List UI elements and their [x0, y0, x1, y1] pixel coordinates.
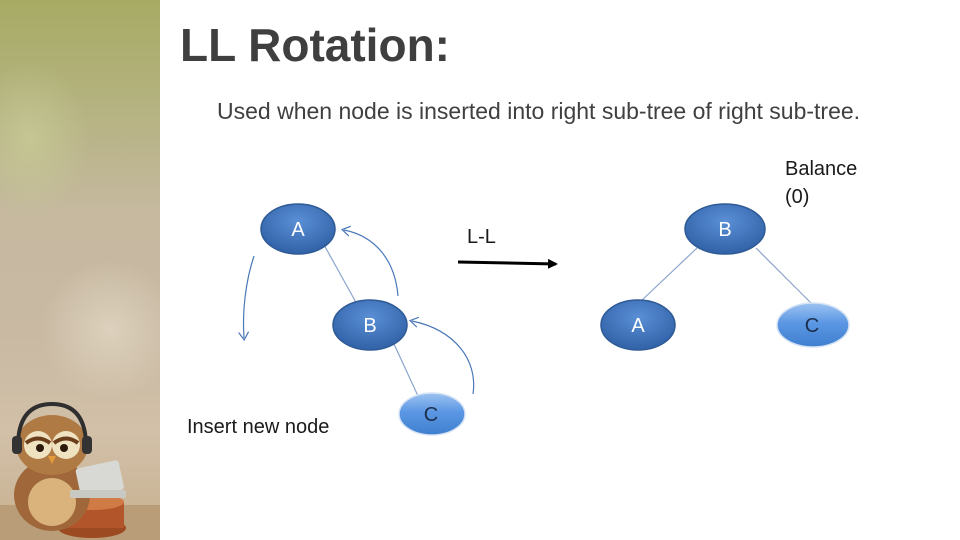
edge-b-c	[393, 343, 419, 397]
balance-label: Balance (0)	[785, 155, 857, 211]
edge-b-a-after	[639, 247, 698, 303]
node-b-after: B	[684, 203, 766, 255]
node-c-after: C	[776, 302, 850, 348]
decorative-side-panel	[0, 0, 160, 540]
svg-text:A: A	[631, 315, 645, 337]
curve-arrow-c-to-b	[412, 321, 475, 395]
balance-label-line2: (0)	[785, 186, 810, 208]
slide-title: LL Rotation:	[180, 19, 450, 71]
rotation-arrow	[457, 258, 558, 269]
svg-text:A: A	[291, 219, 305, 241]
balance-label-line1: Balance	[785, 158, 858, 180]
node-c-before: C	[398, 392, 466, 436]
curve-arrow-down-left	[243, 255, 255, 338]
node-a-before: A	[260, 203, 336, 255]
node-a-after: A	[600, 299, 676, 351]
curve-arrow-b-to-a	[344, 230, 399, 297]
insert-note-label: Insert new node	[187, 416, 330, 438]
owl-with-laptop-image	[0, 401, 160, 540]
svg-text:C: C	[424, 404, 438, 426]
node-b-before: B	[332, 299, 408, 351]
slide-subtitle: Used when node is inserted into right su…	[217, 98, 861, 124]
svg-text:B: B	[718, 219, 731, 241]
edge-b-c-after	[755, 247, 813, 305]
svg-text:C: C	[805, 315, 819, 337]
rotation-label: L-L	[467, 226, 496, 248]
edge-a-b	[322, 242, 359, 307]
svg-text:B: B	[363, 315, 376, 337]
